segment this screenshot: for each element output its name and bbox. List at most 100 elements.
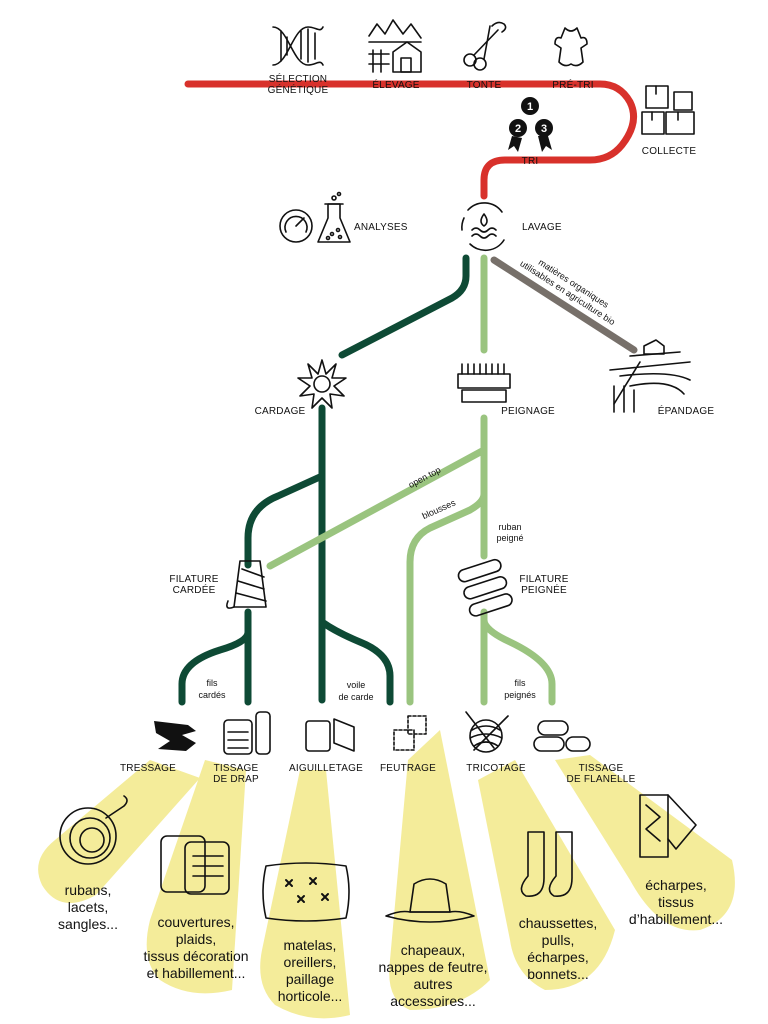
dna-icon bbox=[272, 26, 324, 66]
products-tissage-flanelle-line: écharpes, bbox=[645, 877, 706, 893]
products-aiguilletage-line: horticole... bbox=[278, 988, 343, 1004]
label-peignage: PEIGNAGE bbox=[501, 406, 555, 417]
label-tissage-flanelle-line: TISSAGE bbox=[579, 763, 624, 774]
rope-icon bbox=[59, 795, 128, 865]
spotlight-feutrage bbox=[389, 730, 490, 1010]
label-lavage-line: LAVAGE bbox=[522, 222, 562, 233]
flannel-rolls-icon bbox=[533, 720, 591, 752]
label-fils-cardes-line: cardés bbox=[198, 690, 226, 700]
label-tonte-line: TONTE bbox=[467, 80, 502, 91]
farm-icon bbox=[368, 19, 422, 73]
label-tri-line: TRI bbox=[522, 156, 539, 167]
label-voile-de-carde-line: voile bbox=[347, 680, 366, 690]
label-fils-peignes: fils peignés bbox=[504, 678, 536, 700]
spotlight-aiguilletage bbox=[260, 770, 350, 1019]
label-tricotage-line: TRICOTAGE bbox=[466, 763, 526, 774]
products-tissage-flanelle-line: tissus bbox=[658, 894, 694, 910]
label-analyses-line: ANALYSES bbox=[354, 222, 408, 233]
products-feutrage-line: accessoires... bbox=[390, 993, 476, 1009]
label-analyses: ANALYSES bbox=[354, 222, 408, 233]
label-filature-cardee-line: CARDÉE bbox=[173, 583, 216, 596]
label-elevage-line: ÉLEVAGE bbox=[372, 78, 419, 91]
lines-combed-branch bbox=[266, 254, 556, 706]
label-filature-peignee-line: FILATURE bbox=[519, 574, 568, 585]
products-feutrage-line: nappes de feutre, bbox=[379, 959, 488, 975]
comb-icon bbox=[457, 363, 511, 403]
field-icon bbox=[609, 339, 691, 413]
lines-carded-branch bbox=[178, 254, 470, 706]
products-aiguilletage-line: matelas, bbox=[284, 937, 337, 953]
products-tricotage-line: chaussettes, bbox=[519, 915, 598, 931]
line-organic-matter bbox=[490, 256, 638, 354]
label-tressage: TRESSAGE bbox=[120, 763, 176, 774]
rank-2-label: 2 bbox=[515, 123, 521, 135]
label-elevage: ÉLEVAGE bbox=[372, 78, 419, 91]
label-epandage: ÉPANDAGE bbox=[658, 404, 715, 417]
label-epandage-line: ÉPANDAGE bbox=[658, 404, 715, 417]
products-tressage-line: lacets, bbox=[68, 899, 108, 915]
label-fils-cardes-line: fils bbox=[207, 678, 218, 688]
line-upstream bbox=[184, 80, 638, 200]
braid-icon bbox=[154, 721, 196, 751]
products-aiguilletage-line: oreillers, bbox=[284, 954, 337, 970]
combed-bobbins-icon bbox=[457, 558, 513, 617]
label-ruban-peigne-line: peigné bbox=[496, 533, 523, 543]
products-tricotage-line: bonnets... bbox=[527, 966, 589, 982]
label-voile-de-carde-line: de carde bbox=[338, 692, 373, 702]
label-tricotage: TRICOTAGE bbox=[466, 763, 526, 774]
washing-icon bbox=[461, 202, 505, 252]
products-tressage-line: rubans, bbox=[65, 882, 112, 898]
label-fils-peignes-line: fils bbox=[515, 678, 526, 688]
products-tissage-drap-line: couvertures, bbox=[157, 914, 234, 930]
carding-flower-icon bbox=[297, 359, 347, 409]
products-feutrage-line: chapeaux, bbox=[401, 942, 466, 958]
socks-icon bbox=[520, 831, 573, 897]
flask-icon bbox=[317, 191, 351, 243]
label-tissage-drap-line: DE DRAP bbox=[213, 774, 259, 785]
label-tissage-drap-line: TISSAGE bbox=[214, 763, 259, 774]
products-aiguilletage-line: paillage bbox=[286, 971, 334, 987]
boxes-icon bbox=[641, 85, 695, 135]
products-feutrage-line: autres bbox=[414, 976, 453, 992]
label-feutrage: FEUTRAGE bbox=[380, 763, 436, 774]
label-fils-peignes-line: peignés bbox=[504, 690, 536, 700]
products-tissage-drap-line: tissus décoration bbox=[143, 948, 248, 964]
label-selection-line: GÉNÉTIQUE bbox=[268, 83, 329, 96]
products-tricotage-line: pulls, bbox=[542, 932, 575, 948]
pillow-icon bbox=[262, 862, 350, 922]
label-tressage-line: TRESSAGE bbox=[120, 763, 176, 774]
scissors-icon bbox=[463, 21, 507, 71]
products-tricotage-line: écharpes, bbox=[527, 949, 588, 965]
spotlight-tricotage bbox=[478, 760, 615, 990]
label-tonte: TONTE bbox=[467, 80, 502, 91]
label-filature-peignee-line: PEIGNÉE bbox=[521, 583, 567, 596]
fabric-roll-icon bbox=[223, 711, 271, 755]
label-tri: TRI bbox=[522, 156, 539, 167]
felt-pad-icon bbox=[305, 718, 355, 752]
label-selection-line: SÉLECTION bbox=[269, 72, 327, 85]
label-cardage: CARDAGE bbox=[255, 406, 306, 417]
ribbon-medals-icon: 1 2 3 bbox=[508, 97, 553, 152]
label-fils-cardes: fils cardés bbox=[198, 678, 226, 700]
label-collecte-line: COLLECTE bbox=[642, 146, 697, 157]
label-peignage-line: PEIGNAGE bbox=[501, 406, 555, 417]
spotlight-tressage bbox=[38, 760, 200, 903]
products-tissage-drap-line: et habillement... bbox=[147, 965, 246, 981]
label-aiguilletage: AIGUILLETAGE bbox=[289, 763, 363, 774]
blankets-icon bbox=[160, 835, 230, 895]
label-filature-cardee-line: FILATURE bbox=[169, 574, 218, 585]
label-pretri: PRÉ-TRI bbox=[552, 78, 593, 91]
hat-icon bbox=[385, 878, 475, 923]
label-voile-de-carde: voile de carde bbox=[338, 680, 373, 702]
scarf-icon bbox=[639, 794, 697, 858]
sheepskin-icon bbox=[554, 27, 588, 67]
